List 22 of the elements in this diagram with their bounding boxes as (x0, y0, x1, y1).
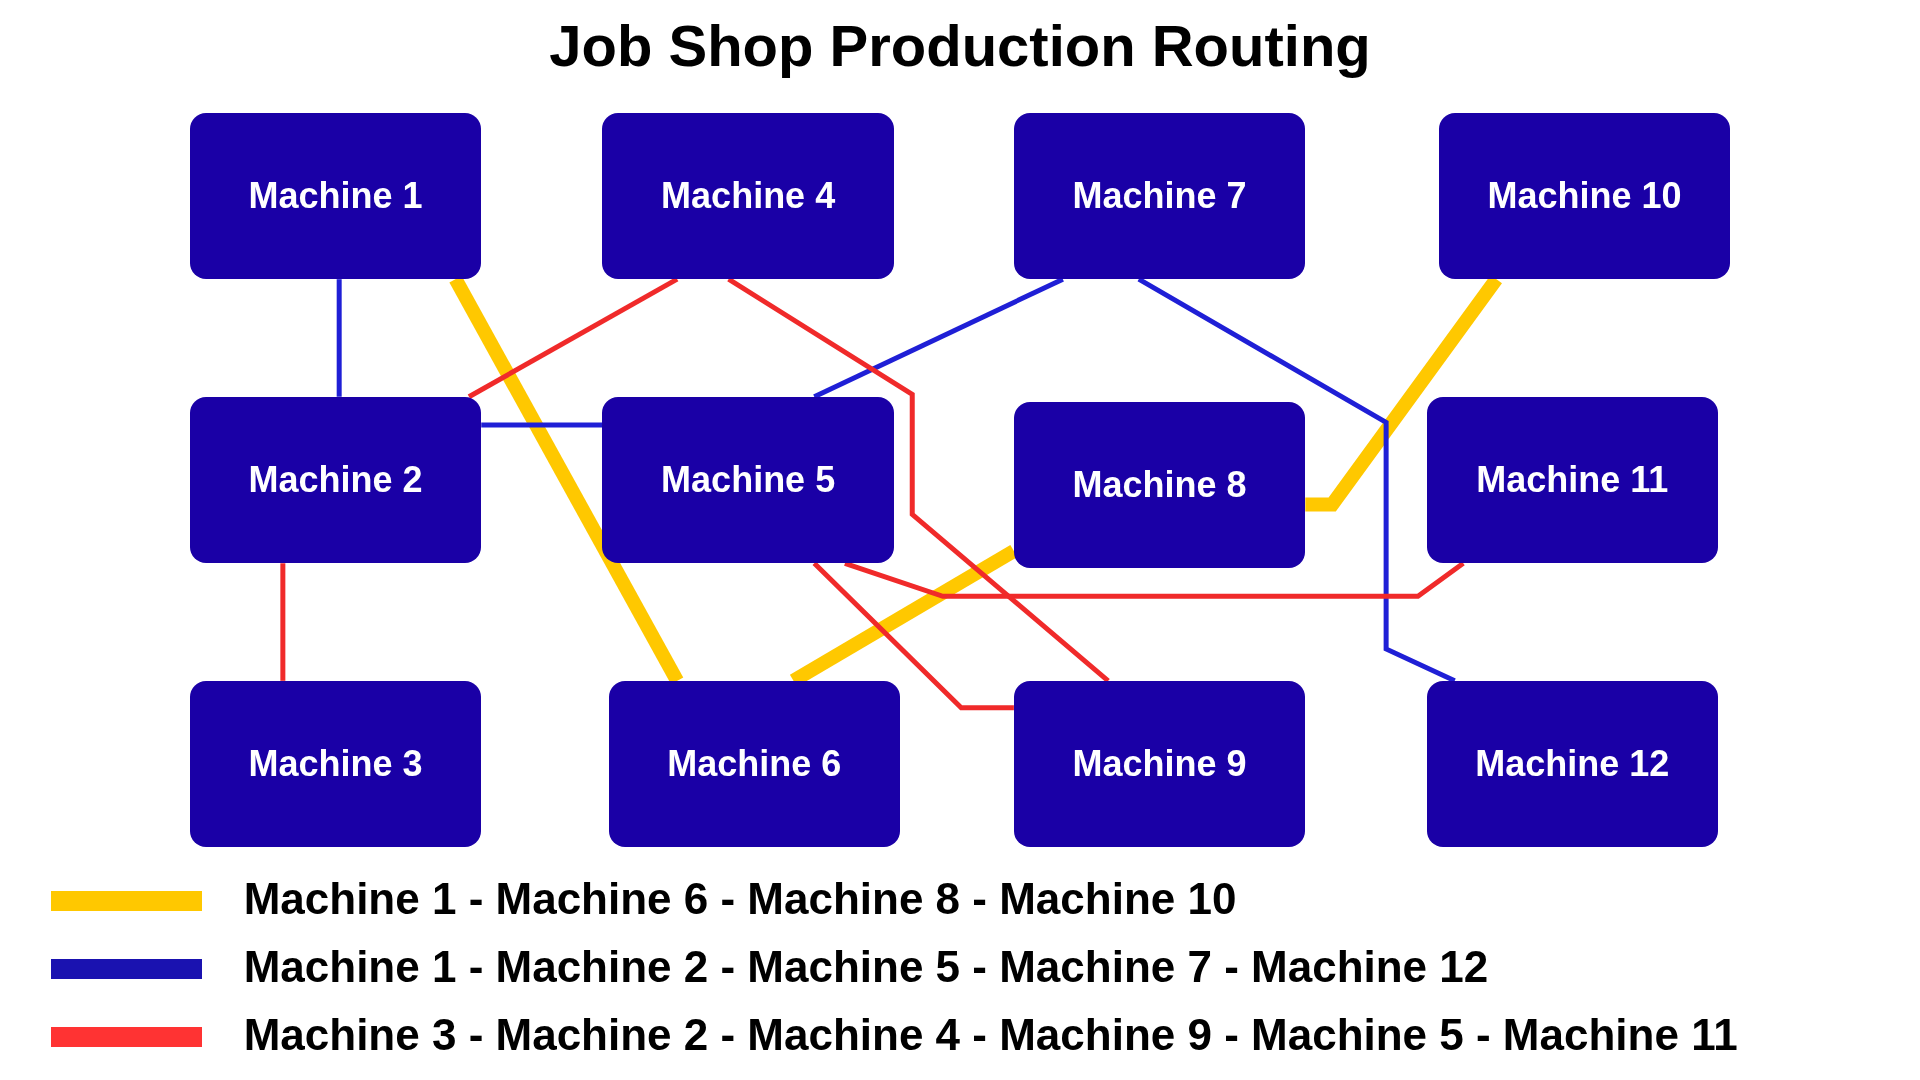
machine-box: Machine 3 (189, 680, 482, 848)
machine-box: Machine 12 (1426, 680, 1718, 848)
legend-text: Machine 1 - Machine 6 - Machine 8 - Machine 10 (243, 875, 1237, 924)
route-line (467, 277, 679, 399)
diagram-title: Job Shop Production Routing (549, 12, 1371, 79)
legend-text: Machine 3 - Machine 2 - Machine 4 - Machine 9 - Machine 5 - Machine 11 (243, 1011, 1738, 1060)
legend-text: Machine 1 - Machine 2 - Machine 5 - Machine 7 - Machine 12 (243, 942, 1489, 991)
route-line (727, 277, 1110, 683)
machine-box: Machine 8 (1013, 401, 1306, 569)
machine-box: Machine 2 (189, 396, 482, 564)
machine-box: Machine 7 (1013, 112, 1306, 280)
machine-box: Machine 6 (608, 680, 900, 848)
route-line (336, 279, 342, 397)
machine-box: Machine 1 (189, 112, 482, 280)
machine-box: Machine 9 (1013, 680, 1306, 848)
route-line (280, 563, 286, 681)
machine-box: Machine 4 (602, 112, 894, 280)
route-line (481, 422, 603, 428)
route-line (812, 561, 1014, 711)
machine-box: Machine 10 (1438, 112, 1731, 280)
machine-box: Machine 11 (1426, 396, 1718, 564)
machine-box: Machine 5 (602, 396, 894, 564)
